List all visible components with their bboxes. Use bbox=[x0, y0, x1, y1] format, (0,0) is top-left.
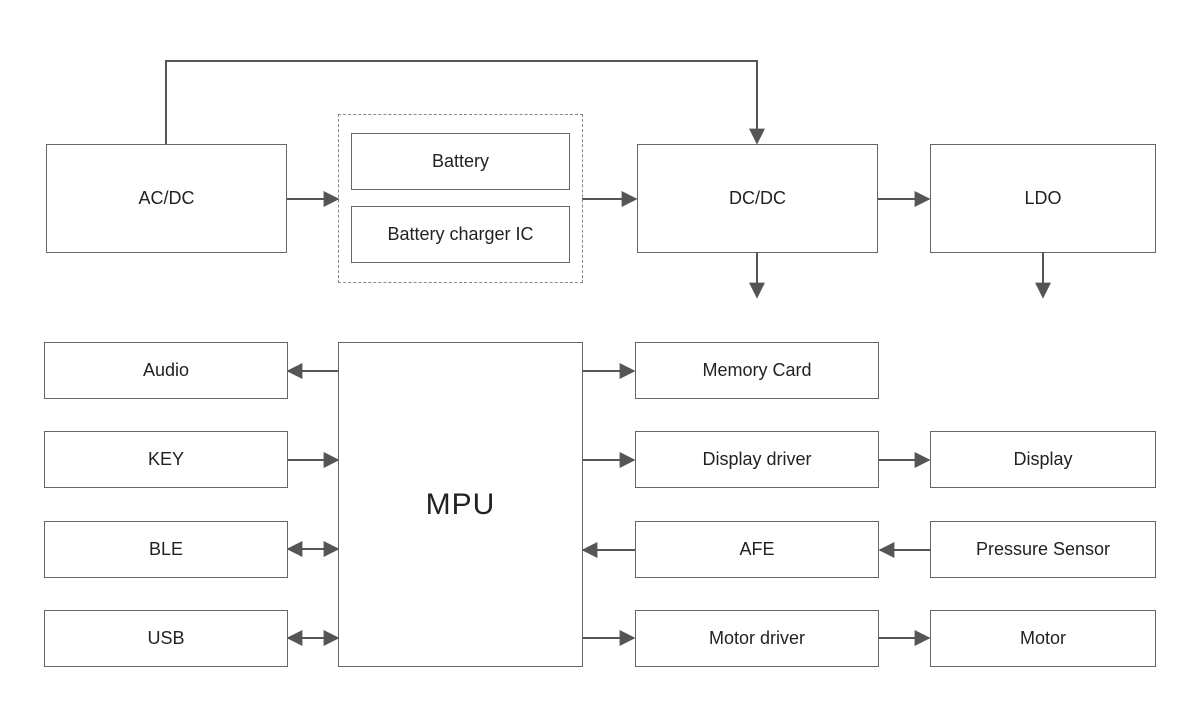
pressure-sensor-label: Pressure Sensor bbox=[975, 539, 1111, 559]
battery-block: Battery bbox=[351, 133, 570, 190]
ble-label: BLE bbox=[148, 539, 184, 559]
ble-block: BLE bbox=[44, 521, 288, 578]
ldo-block: LDO bbox=[930, 144, 1156, 253]
memory-card-block: Memory Card bbox=[635, 342, 879, 399]
audio-block: Audio bbox=[44, 342, 288, 399]
ac-dc-block: AC/DC bbox=[46, 144, 287, 253]
motor-driver-block: Motor driver bbox=[635, 610, 879, 667]
audio-label: Audio bbox=[142, 360, 190, 380]
ac-dc-label: AC/DC bbox=[138, 188, 195, 208]
usb-block: USB bbox=[44, 610, 288, 667]
battery-charger-block: Battery charger IC bbox=[351, 206, 570, 263]
mpu-label: MPU bbox=[425, 487, 496, 521]
key-label: KEY bbox=[147, 449, 185, 469]
display-driver-block: Display driver bbox=[635, 431, 879, 488]
usb-label: USB bbox=[147, 628, 185, 648]
motor-block: Motor bbox=[930, 610, 1156, 667]
dc-dc-label: DC/DC bbox=[729, 188, 786, 208]
battery-group bbox=[338, 114, 583, 283]
ldo-label: LDO bbox=[1024, 188, 1062, 208]
pressure-sensor-block: Pressure Sensor bbox=[930, 521, 1156, 578]
battery-label: Battery bbox=[431, 151, 490, 171]
key-block: KEY bbox=[44, 431, 288, 488]
display-label: Display bbox=[1013, 449, 1073, 469]
display-driver-label: Display driver bbox=[702, 449, 812, 469]
dc-dc-block: DC/DC bbox=[637, 144, 878, 253]
acdc-to-dcdc-bypass-connector bbox=[165, 60, 765, 145]
afe-block: AFE bbox=[635, 521, 879, 578]
battery-charger-label: Battery charger IC bbox=[387, 224, 534, 244]
display-block: Display bbox=[930, 431, 1156, 488]
motor-label: Motor bbox=[1019, 628, 1066, 648]
memory-card-label: Memory Card bbox=[702, 360, 812, 380]
afe-label: AFE bbox=[739, 539, 775, 559]
mpu-block: MPU bbox=[338, 342, 583, 667]
motor-driver-label: Motor driver bbox=[708, 628, 806, 648]
